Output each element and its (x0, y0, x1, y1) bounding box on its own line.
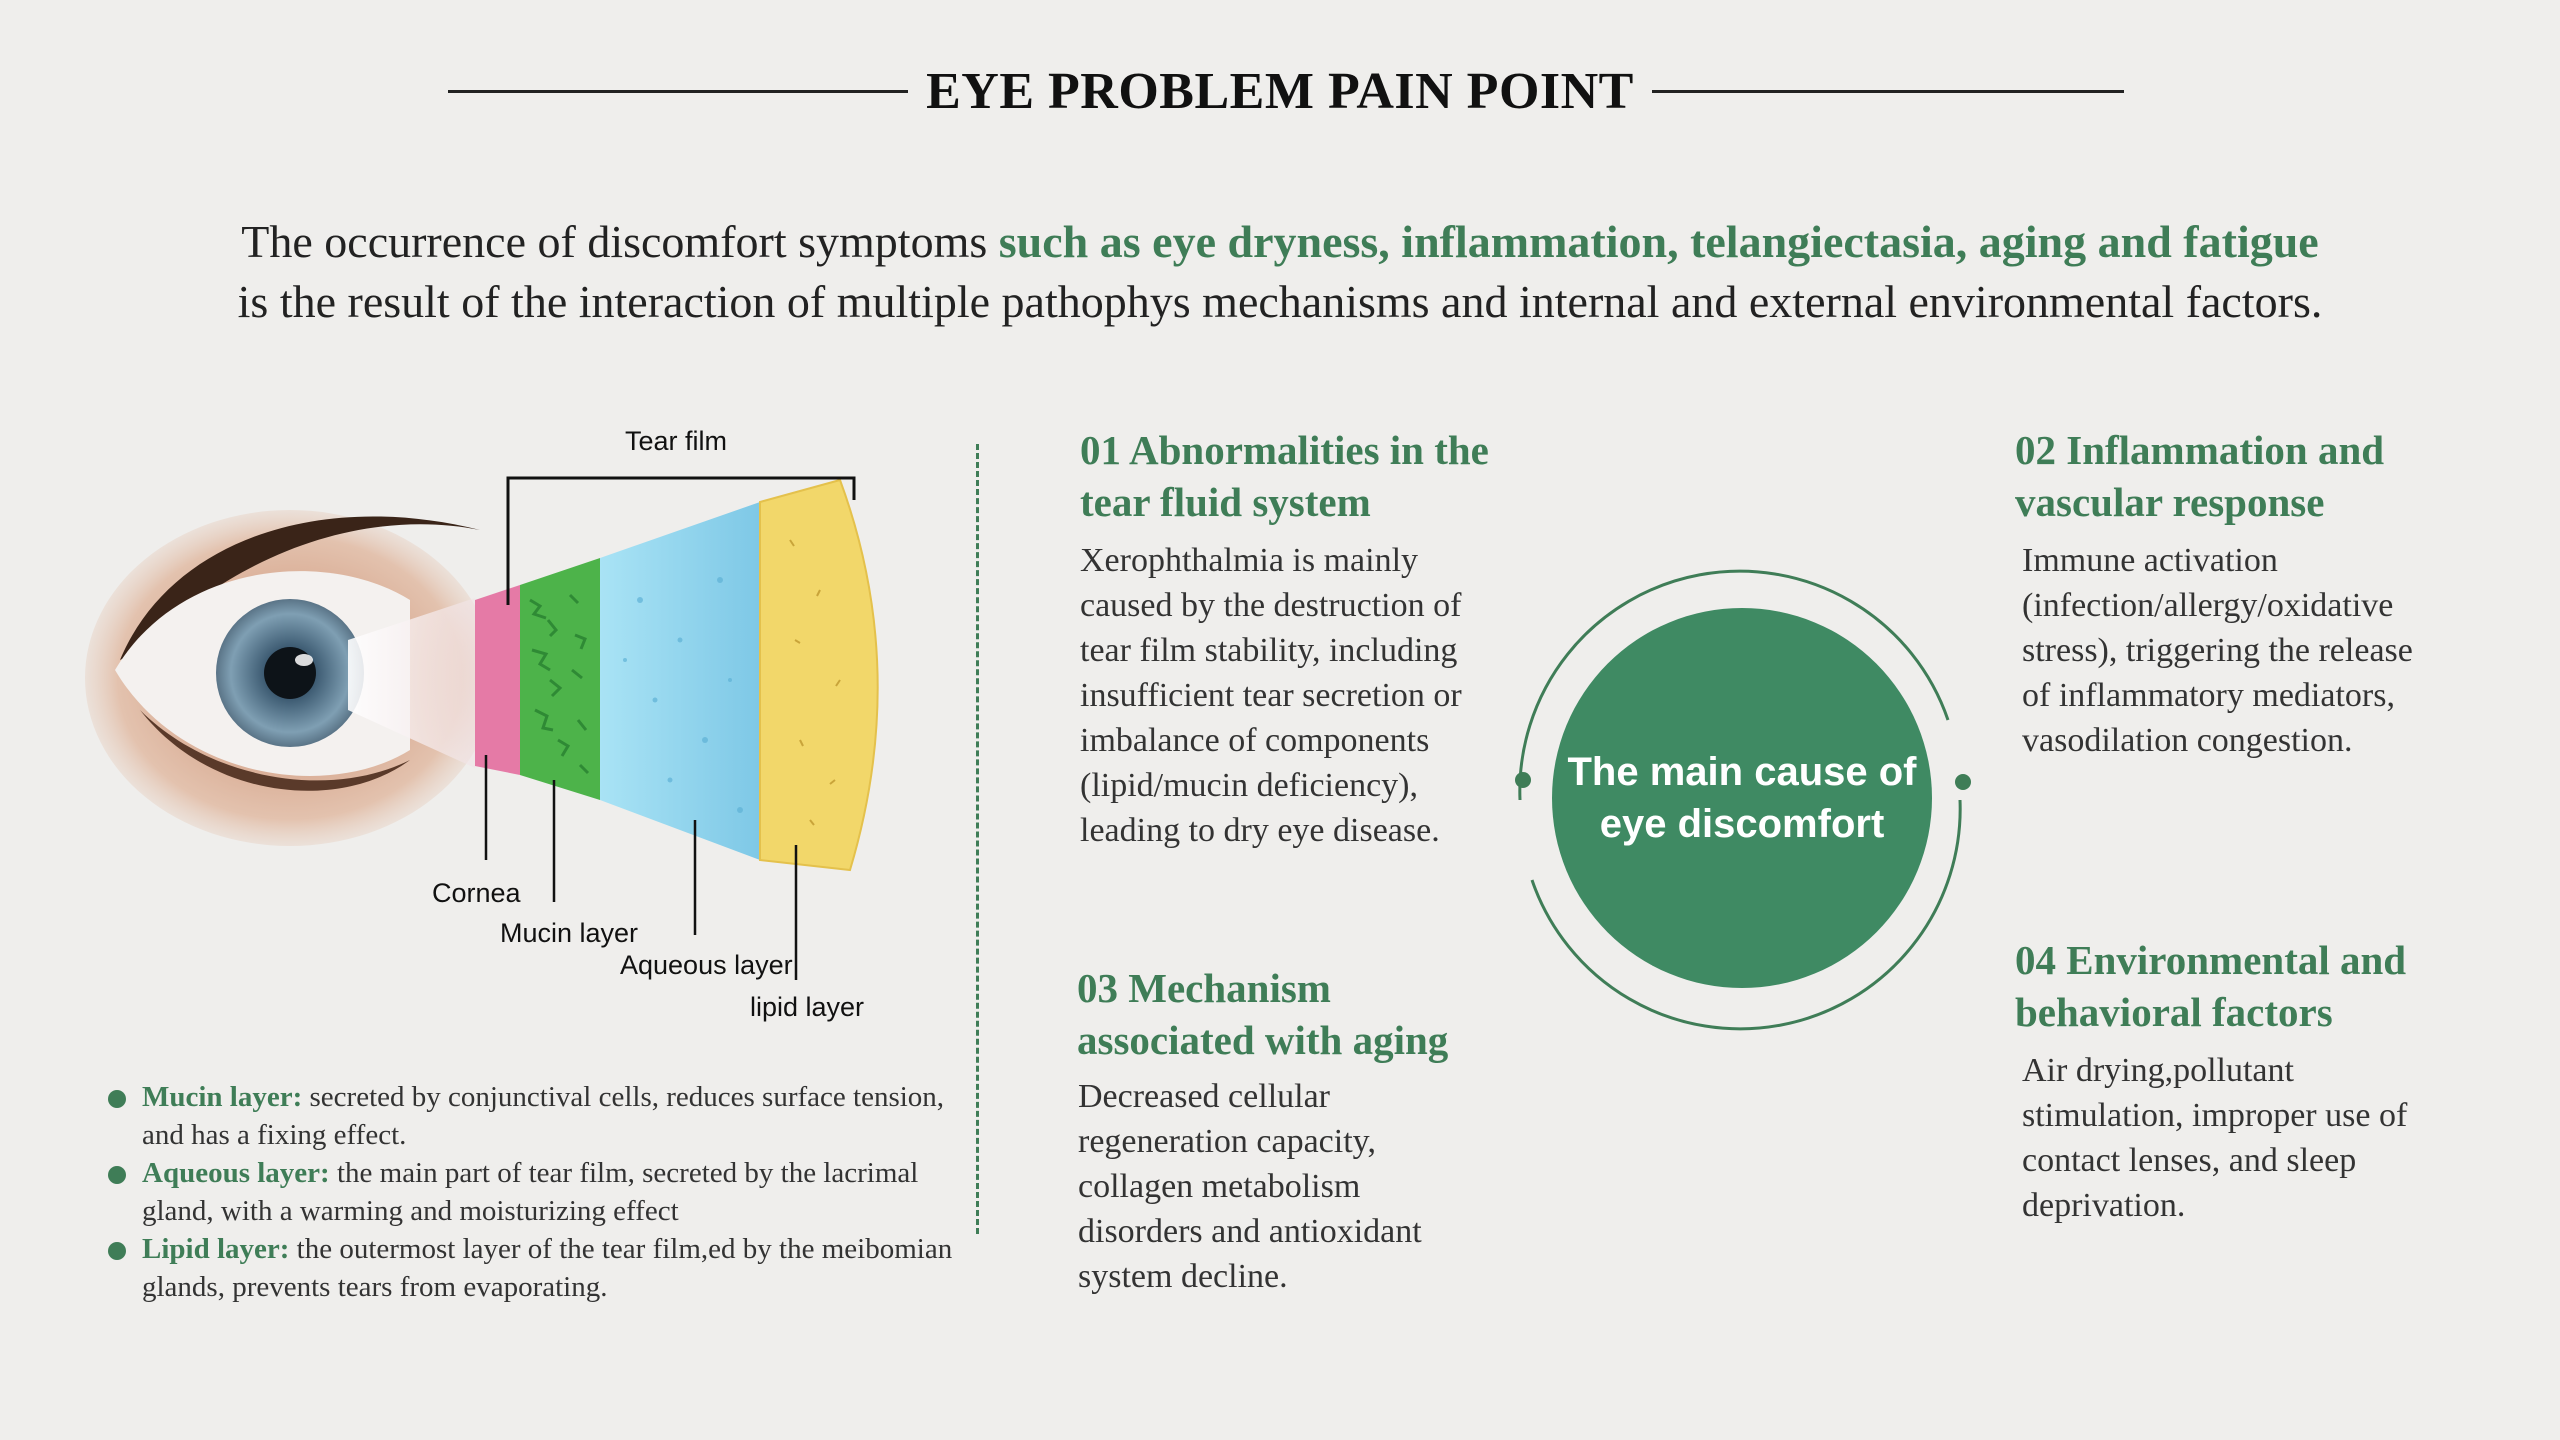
label-aqueous: Aqueous layer (620, 950, 793, 980)
card-01-title: 01 Abnormalities in the tear fluid syste… (1080, 427, 1489, 525)
dashed-divider (976, 444, 979, 1234)
label-mucin: Mucin layer (500, 918, 639, 948)
title-rule-right (1652, 90, 2124, 93)
center-ring (1515, 569, 1971, 1031)
mucin-texture (529, 593, 590, 775)
tear-film-bracket (506, 476, 856, 605)
card-02-title: 02 Inflammation and vascular response (2015, 427, 2385, 525)
eyelash-shape (120, 516, 480, 660)
intro-line2: is the result of the interaction of mult… (237, 276, 2323, 327)
bullet-mucin: Mucin layer: secreted by conjunctival ce… (108, 1078, 958, 1154)
card-04-body: Air drying,pollutant stimulation, improp… (2022, 1052, 2408, 1224)
bullet-term: Mucin layer: (142, 1081, 303, 1113)
intro-paragraph: The occurrence of discomfort symptoms su… (140, 212, 2420, 332)
mucin-layer (520, 558, 600, 800)
intro-line1-pre: The occurrence of discomfort symptoms (241, 216, 999, 267)
bullet-term: Lipid layer: (142, 1233, 290, 1265)
card-03-body: Decreased cellular regeneration capacity… (1078, 1078, 1422, 1295)
bullet-text: the outermost layer of the tear film,ed … (142, 1233, 953, 1303)
lower-lash-shape (140, 710, 410, 791)
card-02-body: Immune activation (infection/allergy/oxi… (2022, 542, 2413, 759)
lipid-texture (789, 539, 841, 826)
eye-illustration (85, 476, 879, 980)
eye-highlight (295, 654, 313, 666)
center-title: The main cause of eye discomfort (1567, 750, 1917, 846)
bullet-aqueous: Aqueous layer: the main part of tear fil… (108, 1154, 958, 1230)
label-lipid: lipid layer (750, 992, 865, 1022)
bullet-text: secreted by conjunctival cells, reduces … (142, 1081, 945, 1151)
label-cornea: Cornea (432, 878, 521, 908)
bullet-dot (108, 1166, 126, 1184)
aqueous-layer (600, 502, 760, 860)
card-04-title: 04 Environmental and behavioral factors (2015, 937, 2407, 1035)
tear-film-diagram: Tear film Cornea Mucin layer Aqueous lay… (80, 420, 980, 1040)
intro-highlight: such as eye dryness, inflammation, telan… (998, 216, 2319, 267)
aqueous-texture (623, 577, 743, 813)
bullet-term: Aqueous layer: (142, 1157, 330, 1189)
layer-bullet-list: Mucin layer: secreted by conjunctival ce… (108, 1078, 958, 1306)
light-beam (348, 598, 475, 768)
bullet-dot (108, 1242, 126, 1260)
lipid-layer (759, 478, 879, 872)
bullet-text: the main part of tear film, secreted by … (142, 1157, 919, 1227)
bullet-dot (108, 1090, 126, 1108)
label-tear-film: Tear film (625, 426, 728, 456)
bullet-lipid: Lipid layer: the outermost layer of the … (108, 1230, 958, 1306)
title-rule-left (448, 90, 908, 93)
page-title: EYE PROBLEM PAIN POINT (926, 63, 1634, 120)
cornea-layer (475, 585, 520, 775)
center-circle: The main cause of eye discomfort (1552, 608, 1932, 988)
card-03-title: 03 Mechanism associated with aging (1077, 965, 1449, 1063)
card-01-body: Xerophthalmia is mainly caused by the de… (1080, 542, 1462, 849)
